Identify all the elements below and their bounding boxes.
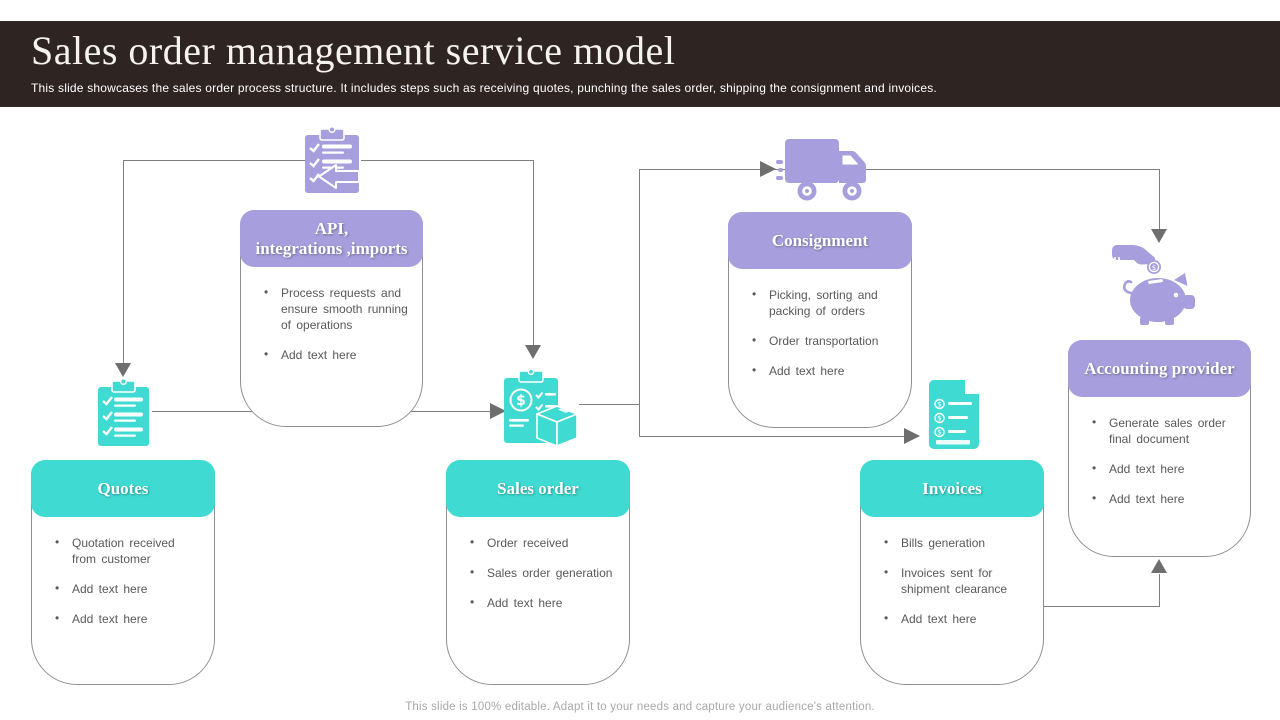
connector-to-invoices — [639, 436, 905, 437]
card-invoices-bullets: Bills generation Invoices sent for shipm… — [861, 518, 1043, 641]
connector-api-to-salesorder-h — [361, 160, 534, 161]
bullet-item: Quotation received from customer — [55, 534, 200, 567]
bullet-item: Bills generation — [884, 534, 1029, 551]
connector-salesorder-out — [579, 404, 640, 405]
bullet-item: Add text here — [884, 610, 1029, 627]
bullet-item: Order received — [470, 534, 615, 551]
footer-note: This slide is 100% editable. Adapt it to… — [405, 701, 875, 713]
arrowhead-to-invoices-icon — [904, 428, 920, 444]
arrowhead-to-quotes-icon — [115, 363, 131, 377]
card-invoices: Invoices Bills generation Invoices sent … — [860, 460, 1044, 685]
card-sales-order-title: Sales order — [446, 460, 630, 517]
svg-text:$: $ — [937, 429, 941, 437]
bullet-item: Invoices sent for shipment clearance — [884, 564, 1029, 597]
piggy-bank-savings-icon: $ — [1108, 240, 1203, 325]
card-sales-order: Sales order Order received Sales order g… — [446, 460, 630, 685]
connector-api-to-salesorder-v — [533, 160, 534, 345]
page-subtitle: This slide showcases the sales order pro… — [31, 81, 937, 95]
connector-mid-vertical — [639, 169, 640, 437]
bullet-item: Picking, sorting and packing of orders — [752, 286, 897, 319]
card-quotes-bullets: Quotation received from customer Add tex… — [32, 518, 214, 641]
card-accounting-title: Accounting provider — [1068, 340, 1251, 397]
connector-api-to-quotes-h — [123, 160, 305, 161]
title-bar: Sales order management service model Thi… — [0, 21, 1280, 107]
bullet-item: Add text here — [55, 580, 200, 597]
connector-invoices-to-accounting-v — [1159, 574, 1160, 607]
bullet-item: Generate sales order final document — [1092, 414, 1236, 447]
arrowhead-to-piggy-icon — [1151, 229, 1167, 243]
bullet-item: Add text here — [470, 594, 615, 611]
bullet-item: Add text here — [752, 362, 897, 379]
card-sales-order-bullets: Order received Sales order generation Ad… — [447, 518, 629, 625]
arrowhead-to-truck-icon — [760, 161, 776, 177]
card-api-bullets: Process requests and ensure smooth runni… — [241, 268, 422, 377]
bullet-item: Add text here — [1092, 460, 1236, 477]
card-api: API, integrations ,imports Process reque… — [240, 210, 423, 427]
card-accounting: Accounting provider Generate sales order… — [1068, 340, 1251, 557]
card-consignment-title: Consignment — [728, 212, 912, 269]
page-title: Sales order management service model — [31, 28, 676, 73]
clipboard-import-icon — [302, 125, 362, 194]
svg-text:$: $ — [1152, 264, 1156, 272]
bullet-item: Sales order generation — [470, 564, 615, 581]
bullet-item: Add text here — [1092, 490, 1236, 507]
bullet-item: Order transportation — [752, 332, 897, 349]
invoice-icon: $ $ $ — [928, 380, 981, 450]
bullet-item: Add text here — [55, 610, 200, 627]
svg-text:$: $ — [937, 415, 941, 423]
card-api-title: API, integrations ,imports — [240, 210, 423, 267]
bullet-item: Add text here — [264, 346, 408, 363]
svg-text:$: $ — [937, 401, 941, 409]
clipboard-checklist-icon — [95, 377, 152, 447]
card-quotes-title: Quotes — [31, 460, 215, 517]
svg-text:$: $ — [516, 393, 526, 409]
bullet-item: Process requests and ensure smooth runni… — [264, 284, 408, 333]
arrowhead-to-accounting-card — [1151, 559, 1167, 573]
arrowhead-into-salesorder-icon — [490, 403, 506, 419]
connector-api-to-quotes-v — [123, 160, 124, 363]
card-accounting-bullets: Generate sales order final document Add … — [1069, 398, 1250, 521]
delivery-truck-icon — [776, 136, 870, 202]
connector-invoices-to-accounting-h — [1043, 606, 1160, 607]
connector-right-vertical — [1159, 169, 1160, 230]
card-consignment-bullets: Picking, sorting and packing of orders O… — [729, 270, 911, 393]
card-consignment: Consignment Picking, sorting and packing… — [728, 212, 912, 428]
order-package-icon: $ — [502, 368, 579, 447]
card-quotes: Quotes Quotation received from customer … — [31, 460, 215, 685]
connector-to-consignment-and-accounting — [639, 169, 1160, 170]
card-invoices-title: Invoices — [860, 460, 1044, 517]
arrowhead-to-salesorder-icon-top — [525, 345, 541, 359]
